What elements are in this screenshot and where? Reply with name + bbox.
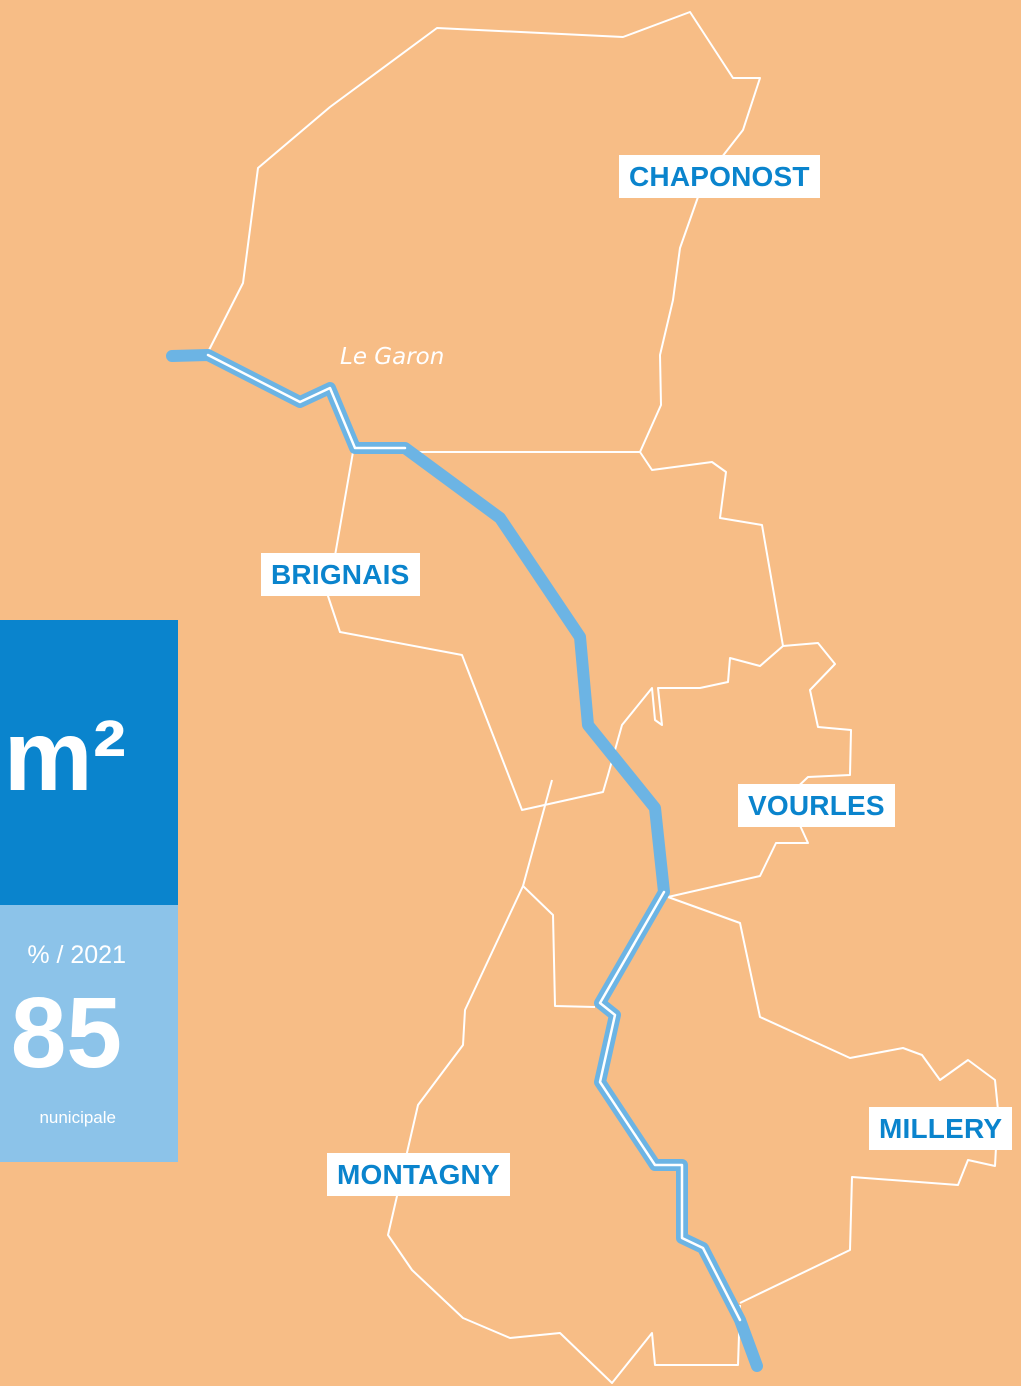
stat-change: % / 2021 — [27, 941, 126, 969]
stat-caption: nunicipale — [39, 1108, 116, 1127]
montagny-west-boundary — [387, 779, 741, 1384]
stat-unit: m² — [3, 700, 126, 812]
town-label-brignais: BRIGNAIS — [261, 553, 420, 596]
brignais-vourles-boundary — [639, 451, 852, 898]
stat-panel-bottom: % / 2021 85 nunicipale — [0, 905, 178, 1162]
stat-panel-top: m² — [0, 620, 178, 905]
river-garon-outline — [166, 349, 763, 1372]
vourles-millery-boundary — [667, 896, 999, 1304]
river-garon-centerline — [206, 353, 407, 450]
montagny-inner-boundary — [522, 885, 596, 1008]
town-label-montagny: MONTAGNY — [327, 1153, 510, 1196]
river-label: Le Garon — [340, 344, 445, 370]
stat-big-value: 85 — [10, 977, 122, 1089]
brignais-boundary — [327, 451, 784, 811]
chaponost-boundary — [207, 11, 761, 453]
town-label-vourles: VOURLES — [738, 784, 895, 827]
town-label-chaponost: CHAPONOST — [619, 155, 820, 198]
town-label-millery: MILLERY — [869, 1107, 1013, 1150]
river-garon-centerline-south — [598, 890, 742, 1322]
commune-boundaries — [207, 11, 999, 1384]
